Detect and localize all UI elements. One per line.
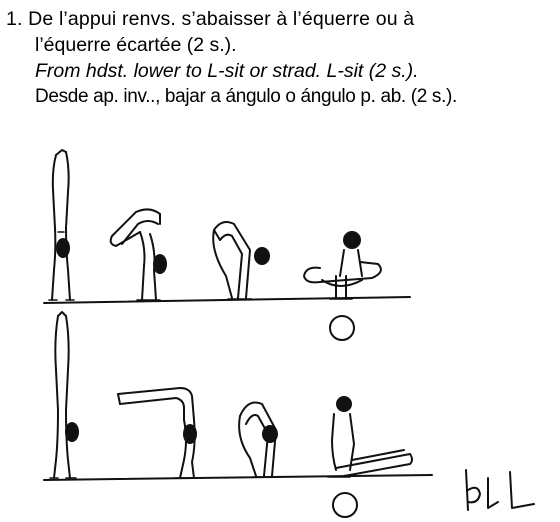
head-icon	[254, 247, 270, 265]
head-icon	[343, 231, 361, 249]
floor-line-bottom	[44, 475, 432, 480]
pike-figure-bottom-1	[118, 388, 198, 478]
circle-icon	[333, 493, 357, 517]
head-icon	[183, 424, 197, 444]
head-icon	[56, 238, 70, 258]
floor-line-top	[44, 297, 410, 303]
handstand-figure-bottom	[50, 312, 79, 478]
pike-figure-top-1	[111, 209, 167, 300]
head-icon	[153, 254, 167, 274]
handwritten-mark-icon	[466, 470, 534, 510]
bottom-sequence	[44, 312, 432, 517]
lsit-figure-bottom	[328, 396, 412, 477]
lsit-figure-top	[304, 231, 381, 299]
head-icon	[262, 425, 278, 443]
head-icon	[65, 422, 79, 442]
pike-figure-top-2	[213, 222, 270, 299]
handstand-figure-top	[49, 150, 74, 300]
top-sequence	[44, 150, 410, 340]
pike-figure-bottom-2	[239, 403, 278, 478]
head-icon	[336, 396, 352, 412]
circle-icon	[330, 316, 354, 340]
